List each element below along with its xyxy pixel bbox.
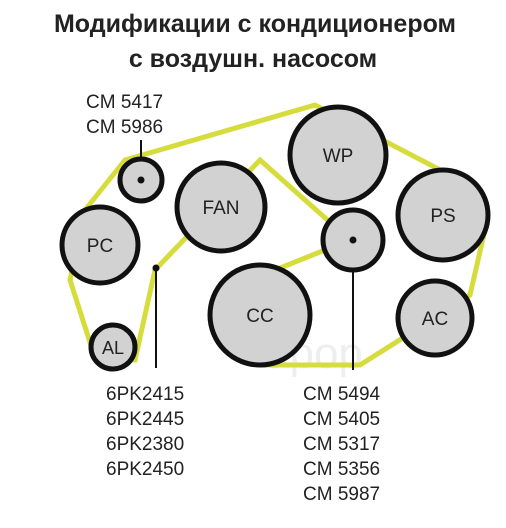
part-number: CM 5987: [303, 484, 381, 505]
pulley-fan-label: FAN: [203, 198, 240, 219]
part-number: CM 5417: [86, 92, 164, 113]
pulley-wp-label: WP: [323, 146, 354, 167]
pulley-ac-label: AC: [422, 309, 448, 330]
pulley-pc: PC: [59, 204, 141, 286]
part-number: CM 5317: [303, 434, 381, 455]
pulley-cc-label: CC: [246, 306, 273, 327]
pulley-ps: PS: [395, 167, 491, 263]
pulley-al: AL: [88, 322, 138, 372]
part-number: CM 5405: [303, 409, 381, 430]
idler-pulley-top: [117, 156, 165, 204]
idler-pulley-mid: [320, 207, 386, 273]
part-number: 6PK2380: [106, 434, 185, 455]
title-line-2: с воздушн. насосом: [128, 45, 378, 73]
pulley-ps-label: PS: [430, 206, 455, 227]
part-number: CM 5986: [86, 117, 164, 138]
idler-top-part-numbers: CM 5417 CM 5986: [86, 90, 163, 140]
part-number: CM 5494: [303, 384, 381, 405]
part-number: 6PK2450: [106, 459, 185, 480]
part-number: 6PK2415: [106, 384, 185, 405]
pulley-fan: FAN: [174, 160, 268, 254]
belt-part-numbers: 6PK2415 6PK2445 6PK2380 6PK2450: [106, 382, 184, 482]
pulley-pc-label: PC: [87, 236, 113, 257]
pulley-cc: CC: [207, 262, 313, 368]
idler-mid-part-numbers: CM 5494 CM 5405 CM 5317 CM 5356 CM 5987: [303, 382, 380, 507]
pulley-ac: AC: [395, 278, 475, 358]
part-number: 6PK2445: [106, 409, 185, 430]
pulley-wp: WP: [287, 104, 389, 206]
belt-marker-dot: [152, 264, 160, 272]
pulley-al-label: AL: [102, 338, 124, 358]
title-line-1: Модификации с кондиционером: [53, 10, 457, 38]
part-number: CM 5356: [303, 459, 381, 480]
